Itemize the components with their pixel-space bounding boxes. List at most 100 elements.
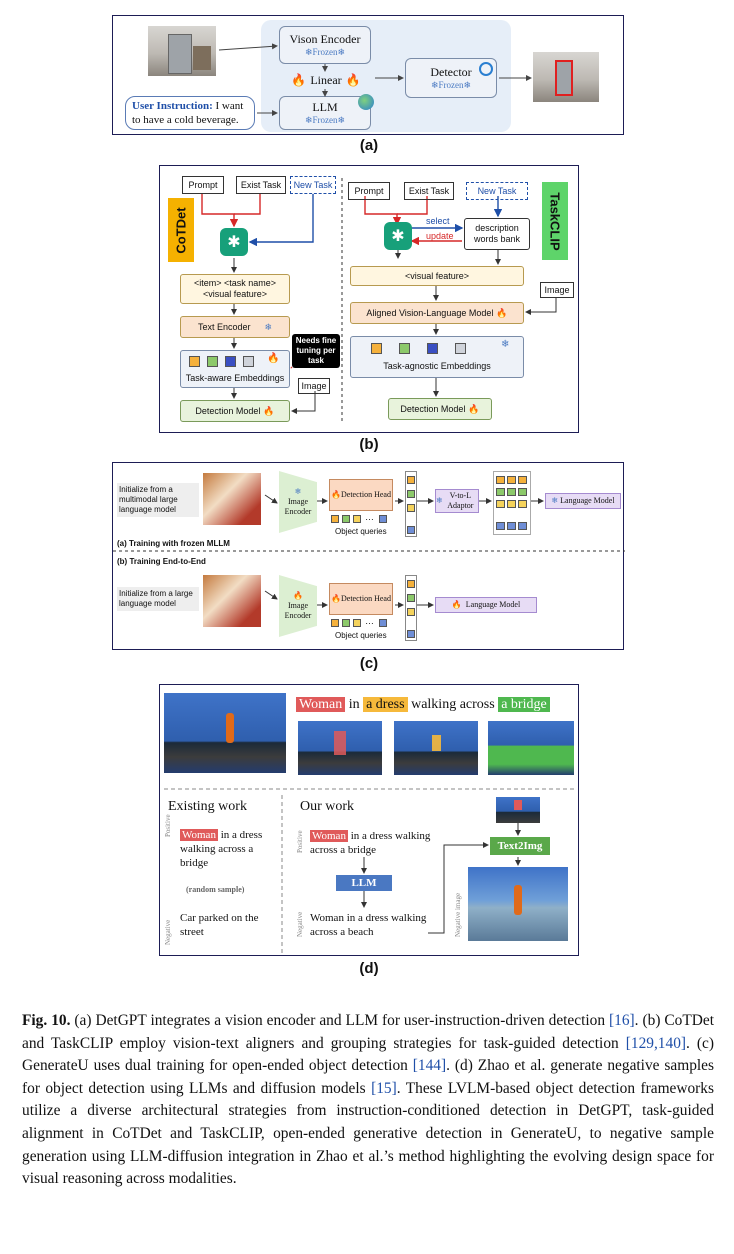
chatgpt-icon: ✱	[384, 222, 412, 250]
snowflake-icon: ❄	[304, 47, 313, 57]
llm-label: LLM	[312, 100, 338, 114]
citation-link[interactable]: [15]	[371, 1079, 397, 1097]
negative-beach-photo	[468, 867, 568, 941]
positive-label-left: Positive	[164, 814, 172, 837]
figure-caption: Fig. 10. (a) DetGPT integrates a vision …	[22, 1012, 714, 1188]
citation-link[interactable]: [144]	[412, 1057, 447, 1075]
panel-c: Initialize from a multimodal large langu…	[112, 462, 625, 650]
image-encoder-top: ❄Image Encoder	[279, 471, 317, 533]
fire-icon: 🔥	[468, 403, 480, 414]
detected-kitchen-photo	[533, 52, 599, 102]
snowflake-icon: ❄	[436, 496, 443, 505]
task-aware-embeddings-box: 🔥 Task-aware Embeddings	[180, 350, 290, 388]
fire-icon: 🔥	[451, 600, 462, 609]
image-box-right: Image	[540, 282, 574, 298]
linear-label: Linear	[310, 72, 342, 87]
grounding-bridge-photo	[488, 721, 574, 775]
aligned-vl-model: Aligned Vision-Language Model🔥	[350, 302, 524, 324]
caption-phrase: Woman in a dress walking across a bridge	[296, 695, 550, 715]
panel-d: Woman in a dress walking across a bridge…	[159, 684, 579, 956]
language-model-bottom: 🔥Language Model	[435, 597, 537, 613]
description-words-bank: description words bank	[464, 218, 530, 250]
init-llm-text: Initialize from a large language model	[117, 587, 199, 611]
negative-label-left: Negative	[164, 919, 172, 945]
cat-image-top	[203, 473, 261, 525]
existing-negative-text: Car parked on the street	[180, 912, 259, 938]
select-label: select	[426, 216, 450, 226]
panel-c-arrows	[113, 494, 625, 608]
text2img-box: Text2Img	[490, 837, 550, 855]
user-instruction-box: User Instruction: I want to have a cold …	[125, 96, 255, 130]
fire-icon: 🔥	[496, 307, 508, 318]
snowflake-icon: ❄	[430, 80, 439, 90]
random-sample-label: (random sample)	[186, 885, 245, 894]
detection-head-top: 🔥Detection Head	[329, 479, 393, 511]
figure-label: Fig. 10.	[22, 1012, 71, 1029]
llm-box-d: LLM	[336, 875, 392, 891]
new-task-box-left: New Task	[290, 176, 336, 194]
new-task-box-right: New Task	[466, 182, 528, 200]
our-work-title: Our work	[300, 799, 355, 814]
panel-b-arrows	[201, 178, 557, 424]
snowflake-icon: ❄	[294, 487, 302, 496]
positive-label-right: Positive	[296, 830, 304, 853]
negative-label-right: Negative	[296, 911, 304, 937]
fire-icon: 🔥	[331, 594, 341, 603]
init-mllm-text: Initialize from a multimodal large langu…	[117, 483, 199, 517]
detector-label: Detector	[430, 65, 472, 79]
panel-b-label: (b)	[359, 436, 379, 453]
object-queries-bottom: …	[331, 616, 393, 629]
fire-icon: 🔥	[293, 591, 303, 600]
snowflake-icon: ❄	[304, 115, 313, 125]
v-to-l-adaptor: ❄V-to-L Adaptor	[435, 489, 479, 513]
snowflake-icon: ❄	[463, 80, 472, 90]
vision-encoder-label: Vison Encoder	[289, 32, 361, 46]
grounding-dress-photo	[394, 721, 478, 775]
cotdet-title: CoTDet	[168, 198, 194, 262]
snowflake-icon: ❄	[337, 115, 346, 125]
panel-a: User Instruction: I want to have a cold …	[112, 15, 624, 135]
cat-image-bottom	[203, 575, 261, 627]
snowflake-icon: ❄	[551, 496, 559, 505]
update-label: update	[426, 231, 454, 241]
frozen-label: Frozen	[312, 115, 338, 125]
detection-model-right: Detection Model🔥	[388, 398, 492, 420]
detection-head-bottom: 🔥Detection Head	[329, 583, 393, 615]
fire-icon: 🔥	[263, 405, 275, 416]
ours-positive-text: Woman in a dress walking across a bridge	[310, 830, 431, 856]
needs-fine-tuning-note: Needs fine tuning per task	[292, 334, 340, 368]
phrase-bridge: a bridge	[498, 697, 550, 712]
task-agnostic-embeddings-box: ❄ Task-agnostic Embeddings	[350, 336, 524, 378]
panel-d-label: (d)	[359, 960, 379, 977]
fire-icon: 🔥	[267, 353, 280, 364]
snowflake-icon: ❄	[501, 339, 510, 350]
phrase-walking: walking across	[411, 697, 495, 712]
existing-work-title: Existing work	[168, 799, 247, 814]
woman-bridge-photo	[164, 693, 286, 773]
ours-negative-text: Woman in a dress walking across a beach	[310, 912, 427, 938]
object-queries-top: …	[331, 512, 393, 525]
image-encoder-bottom: 🔥Image Encoder	[279, 575, 317, 637]
citation-link[interactable]: [129,140]	[625, 1034, 687, 1052]
citation-link[interactable]: [16]	[609, 1012, 635, 1029]
panel-d-lines	[164, 788, 574, 953]
vision-encoder-box: Vison Encoder ❄Frozen❄	[279, 26, 371, 64]
fire-icon: 🔥	[331, 490, 341, 499]
magnifier-icon	[479, 62, 493, 76]
linear-box: 🔥Linear🔥	[287, 71, 365, 89]
phrase-in: in	[348, 697, 360, 712]
train-frozen-label: (a) Training with frozen MLLM	[117, 539, 230, 548]
token-column-bottom	[405, 575, 417, 641]
exist-task-box-left: Exist Task	[236, 176, 286, 194]
token-grid	[493, 471, 531, 535]
visual-feature-box: <visual feature>	[350, 266, 524, 286]
panel-b: CoTDet Prompt Exist Task New Task ✱ <ite…	[159, 165, 579, 433]
panel-a-arrows	[218, 43, 532, 116]
detection-model-left: Detection Model🔥	[180, 400, 290, 422]
frozen-label: Frozen	[438, 80, 464, 90]
fire-icon: 🔥	[291, 72, 307, 87]
phrase-woman: Woman	[296, 697, 346, 712]
language-model-top: ❄Language Model	[545, 493, 621, 509]
instruction-prefix: User Instruction:	[132, 100, 213, 112]
snowflake-icon: ❄	[337, 47, 346, 57]
